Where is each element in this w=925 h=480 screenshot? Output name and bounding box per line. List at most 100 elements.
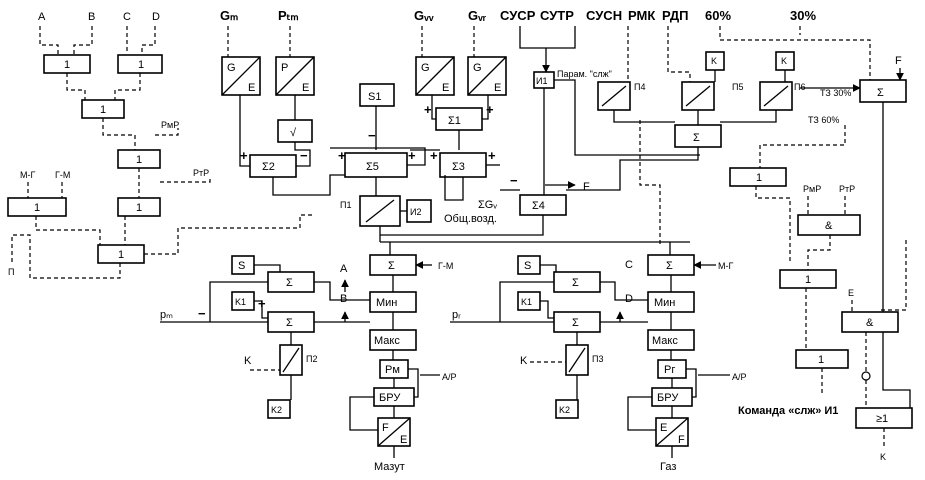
svg-text:Мин: Мин <box>376 297 397 309</box>
label-k-bottom-right: K <box>880 452 886 462</box>
label-mg-left: М-Г <box>20 170 35 180</box>
label-rmr-left: РмР <box>161 120 179 130</box>
sum-block-3-label: Σ3 <box>452 161 465 173</box>
sum-block-right-label: Σ <box>877 87 884 99</box>
switch-p1: П1 <box>340 195 401 227</box>
switch-p6-label: П6 <box>794 82 805 92</box>
svg-text:1: 1 <box>818 354 824 366</box>
label-ar-mazut: А/Р <box>442 372 457 382</box>
svg-text:+: + <box>424 102 432 117</box>
label-susn: СУСН <box>586 8 622 23</box>
svg-text:+: + <box>258 296 266 311</box>
svg-text:E: E <box>302 82 309 94</box>
label-kom-slezh: Команда «слж» И1 <box>738 405 838 417</box>
label-f-mid: F <box>583 181 590 193</box>
s1-block <box>359 83 395 107</box>
left-logic-chain: 1 1 1 РмР 1 РтР 1 М-Г Г-М 1 1 П <box>7 26 315 279</box>
label-gaz: Газ <box>660 461 676 473</box>
svg-text:Σ: Σ <box>286 277 293 289</box>
label-p-m: pₘ <box>160 309 173 321</box>
label-g-v: Gᵥᵥ <box>414 8 434 23</box>
svg-text:≥1: ≥1 <box>876 413 888 425</box>
svg-text:F: F <box>678 434 685 446</box>
svg-text:F: F <box>382 422 389 434</box>
label-rtr-right: РтР <box>839 184 855 194</box>
label-rmr-right: РмР <box>803 184 821 194</box>
sum-block-mid-right-label: Σ <box>693 132 700 144</box>
label-mg-gaz: М-Г <box>718 261 733 271</box>
gaz-branch: Σ М-Г Мин Макс Рг БРУ А/Р E F Газ S Σ C … <box>450 242 747 473</box>
svg-text:−: − <box>198 306 206 321</box>
svg-text:K: K <box>711 56 717 66</box>
svg-text:K: K <box>781 56 787 66</box>
svg-text:E: E <box>248 82 255 94</box>
label-c-gaz: C <box>625 259 633 271</box>
svg-text:G: G <box>421 62 430 74</box>
svg-text:G: G <box>473 62 482 74</box>
sum-block-4-label: Σ4 <box>532 200 545 212</box>
or-block-top-right-label: 1 <box>138 59 144 71</box>
or-block-rmr-label: 1 <box>136 154 142 166</box>
svg-text:P: P <box>281 62 288 74</box>
svg-text:+: + <box>408 148 416 163</box>
sum-block-1-label: Σ1 <box>448 115 461 127</box>
svg-text:−: − <box>368 128 376 143</box>
svg-text:−: − <box>510 173 518 188</box>
label-d: D <box>152 11 160 23</box>
label-tz30: ТЗ 30% <box>820 88 851 98</box>
label-d-gaz: D <box>625 293 633 305</box>
label-gm-mazut: Г-М <box>438 261 453 271</box>
svg-text:Рг: Рг <box>664 364 675 376</box>
svg-text:Макс: Макс <box>374 335 400 347</box>
label-mazut: Мазут <box>374 461 405 473</box>
label-e-right: E <box>848 288 854 298</box>
k2-block-gaz <box>555 399 579 419</box>
label-rmk: РМК <box>628 8 655 23</box>
k2-block-mazut <box>267 399 291 419</box>
svg-text:+: + <box>338 148 346 163</box>
svg-text:Σ: Σ <box>666 260 673 272</box>
sum-block-2-label: Σ2 <box>262 161 275 173</box>
svg-text:Σ: Σ <box>286 317 293 329</box>
svg-text:+: + <box>488 148 496 163</box>
svg-text:П3: П3 <box>592 354 603 364</box>
switch-p5-label: П5 <box>732 82 743 92</box>
label-sutr: СУТР <box>540 8 574 23</box>
label-a-mazut: A <box>340 263 348 275</box>
label-g-vr: Gᵥᵣ <box>468 8 487 23</box>
label-sum-gv: ΣGᵥ <box>478 199 497 211</box>
sum-block-5-label: Σ5 <box>366 161 379 173</box>
or-block-right-1 <box>729 167 787 187</box>
svg-text:S: S <box>524 260 531 272</box>
label-k-mazut: K <box>244 355 252 367</box>
svg-text:Макс: Макс <box>652 335 678 347</box>
label-tz60: ТЗ 60% <box>808 115 839 125</box>
label-p-fm: Pₜₘ <box>278 8 299 23</box>
label-60pct: 60% <box>705 8 731 23</box>
or-block-rtr-label: 1 <box>136 202 142 214</box>
or-block-mid-label: 1 <box>100 104 106 116</box>
svg-text:S: S <box>238 260 245 272</box>
svg-text:E: E <box>494 82 501 94</box>
or-block-side-label: 1 <box>34 202 40 214</box>
transducer-pfm: P E <box>275 56 315 96</box>
switch-p1-label: П1 <box>340 200 351 210</box>
transducer-gm: G E <box>221 56 261 96</box>
or-block-bottom-label: 1 <box>118 249 124 261</box>
svg-text:G: G <box>227 62 236 74</box>
switch-p5: П5 <box>681 81 743 111</box>
label-30pct: 30% <box>790 8 816 23</box>
svg-text:П2: П2 <box>306 354 317 364</box>
svg-text:&: & <box>866 317 874 329</box>
label-param-slezh: Парам. "слж" <box>557 69 612 79</box>
svg-text:E: E <box>442 82 449 94</box>
switch-p4-label: П4 <box>634 82 645 92</box>
svg-text:K2: K2 <box>559 405 570 415</box>
label-obshch-vozd: Общ.возд. <box>444 213 497 225</box>
svg-text:E: E <box>660 422 667 434</box>
switch-p4: П4 <box>597 81 645 111</box>
svg-text:−: − <box>300 148 308 163</box>
svg-text:1: 1 <box>805 274 811 286</box>
svg-text:Мин: Мин <box>654 297 675 309</box>
